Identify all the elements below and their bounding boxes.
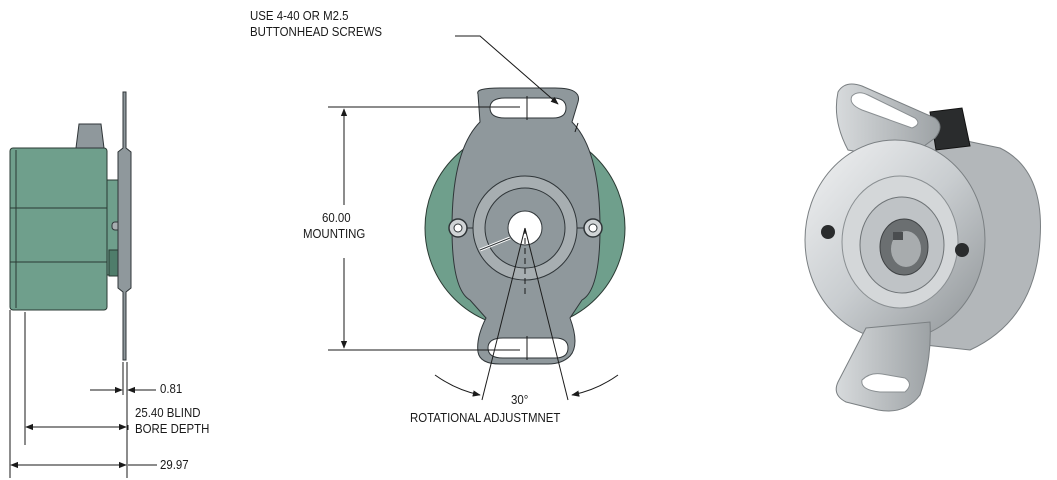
dim-flange-label: 0.81	[160, 381, 183, 396]
side-view	[9, 91, 157, 478]
top-slot	[489, 97, 567, 119]
dim-blind-label-line2: BORE DEPTH	[135, 421, 210, 436]
rotation-arc-left	[434, 374, 481, 397]
mounting-text: MOUNTING	[303, 226, 366, 241]
side-body	[9, 147, 108, 311]
encoder-photo	[804, 83, 1041, 412]
rotation-arc-right	[571, 374, 619, 397]
screw-leader	[455, 35, 559, 105]
front-view	[328, 35, 626, 401]
screws-note-line1: USE 4-40 OR M2.5	[250, 8, 349, 23]
photo-bottom-flange	[835, 321, 931, 412]
side-flange	[117, 91, 132, 361]
angle-value: 30°	[511, 392, 529, 407]
side-connector	[75, 123, 105, 149]
rotational-text: ROTATIONAL ADJUSTMNET	[410, 410, 561, 425]
mounting-value: 60.00	[322, 210, 351, 225]
bottom-slot	[487, 337, 569, 359]
dim-blind-label-line1: 25.40 BLIND	[135, 405, 201, 420]
screws-note-line2: BUTTONHEAD SCREWS	[250, 24, 382, 39]
dim-overall-label: 29.97	[160, 457, 189, 472]
